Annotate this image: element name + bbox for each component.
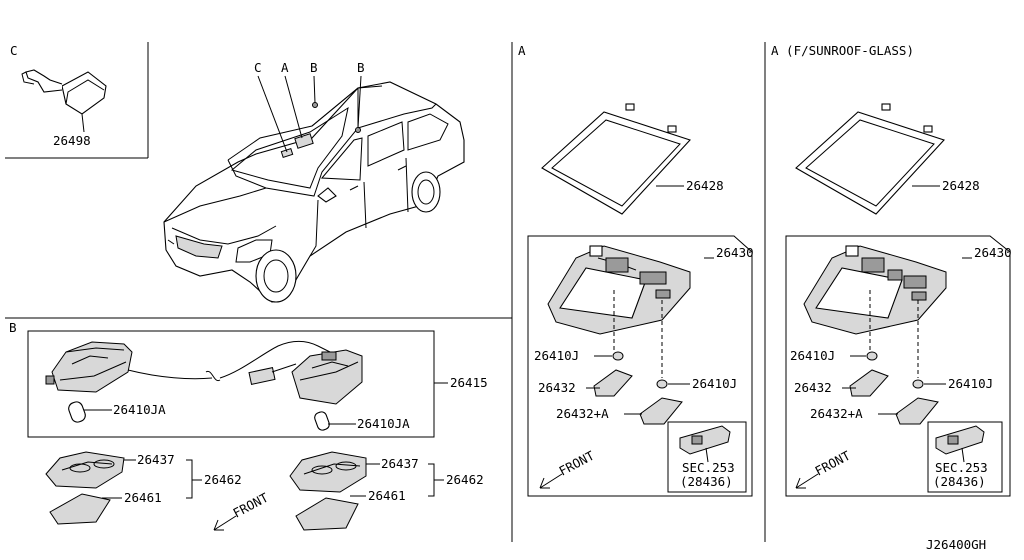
lens-26432-icon: [593, 369, 633, 397]
connector-icon: [248, 363, 297, 385]
console-26430-label: 26430: [716, 245, 754, 260]
frame-26428-sunroof-icon: [795, 103, 945, 215]
console-26430-sunroof-label: 26430: [974, 245, 1012, 260]
bulb-26410j-sunroof-left-label: 26410J: [790, 348, 835, 363]
console-26430-sunroof-icon: [803, 245, 947, 335]
sedan-car-icon: [163, 81, 465, 303]
map-lamp-left-icon: [45, 341, 133, 393]
bulb-26410j-sunroof-left-icon: [866, 351, 878, 361]
lens-26461-right-label: 26461: [368, 488, 406, 503]
section-a-title: A: [518, 43, 526, 58]
car-overview: C A B B: [163, 60, 465, 303]
lens-right-icon: [295, 497, 359, 531]
harness-26415-label: 26415: [450, 375, 488, 390]
sec-253-sunroof-label: SEC.253: [935, 460, 988, 475]
front-label-a: FRONT: [556, 448, 597, 479]
lens-26461-left-label: 26461: [124, 490, 162, 505]
section-b-title: B: [9, 320, 17, 335]
callout-a-label: A: [281, 60, 289, 75]
assy-26462-left-label: 26462: [204, 472, 242, 487]
bulb-26410ja-right-label: 26410JA: [357, 416, 410, 431]
section-dividers: [5, 42, 766, 542]
lens-26432a-sunroof-icon: [895, 397, 939, 425]
lens-26432a-label: 26432+A: [556, 406, 609, 421]
sec253-part-icon: [679, 425, 731, 455]
lens-26432a-icon: [639, 397, 683, 425]
bulb-26410j-left-icon: [612, 351, 624, 361]
part-26498-label: 26498: [53, 133, 91, 148]
front-arrow-icon: [213, 515, 237, 531]
callout-c-label: C: [254, 60, 262, 75]
sec253-sunroof-part-icon: [935, 425, 985, 455]
bulb-26410j-left-label: 26410J: [534, 348, 579, 363]
lens-26432a-sunroof-label: 26432+A: [810, 406, 863, 421]
bulb-26410j-sunroof-right-icon: [912, 379, 924, 389]
front-arrow-a-icon: [539, 473, 563, 489]
callout-b-label: B: [310, 60, 318, 75]
bulb-26410j-right-label: 26410J: [692, 376, 737, 391]
map-lamp-right-icon: [291, 349, 363, 405]
front-label-b: FRONT: [230, 490, 271, 521]
lens-26432-sunroof-label: 26432: [794, 380, 832, 395]
front-arrow-sunroof-icon: [795, 473, 819, 489]
section-a-sunroof: A (F/SUNROOF-GLASS) 26428 26430 26410J 2…: [771, 43, 1012, 497]
lens-26432-sunroof-icon: [849, 369, 889, 397]
section-b: B 26410JA: [9, 320, 488, 531]
bulb-left-icon: [68, 401, 86, 423]
section-a-sunroof-title: A (F/SUNROOF-GLASS): [771, 43, 914, 58]
assy-26462-right-label: 26462: [446, 472, 484, 487]
frame-26437-right-label: 26437: [381, 456, 419, 471]
frame-26428-sunroof-label: 26428: [942, 178, 980, 193]
bulb-26410j-sunroof-right-label: 26410J: [948, 376, 993, 391]
vanity-lamp-left-icon: [45, 451, 125, 489]
frame-26428-label: 26428: [686, 178, 724, 193]
sec-28436-sunroof-label: (28436): [933, 474, 986, 489]
section-c-title: C: [10, 43, 18, 58]
sec-253-label: SEC.253: [682, 460, 735, 475]
callout-b-label-2: B: [357, 60, 365, 75]
bulb-right-icon: [314, 411, 330, 431]
lens-left-icon: [49, 493, 111, 525]
sec-28436-label: (28436): [680, 474, 733, 489]
section-a: A 26428 26430 26410J 26410J: [518, 43, 754, 497]
vanity-lamp-right-icon: [289, 451, 367, 493]
lens-26432-label: 26432: [538, 380, 576, 395]
front-label-sunroof: FRONT: [812, 448, 853, 479]
frame-26437-left-label: 26437: [137, 452, 175, 467]
bulb-26410j-right-icon: [656, 379, 668, 389]
bulb-26410ja-left-label: 26410JA: [113, 402, 166, 417]
section-c: C 26498: [10, 43, 107, 148]
frame-26428-icon: [541, 103, 691, 215]
console-26430-icon: [547, 245, 691, 335]
diagram-id-label: J26400GH: [926, 537, 986, 552]
switch-26498-icon: [21, 69, 107, 115]
